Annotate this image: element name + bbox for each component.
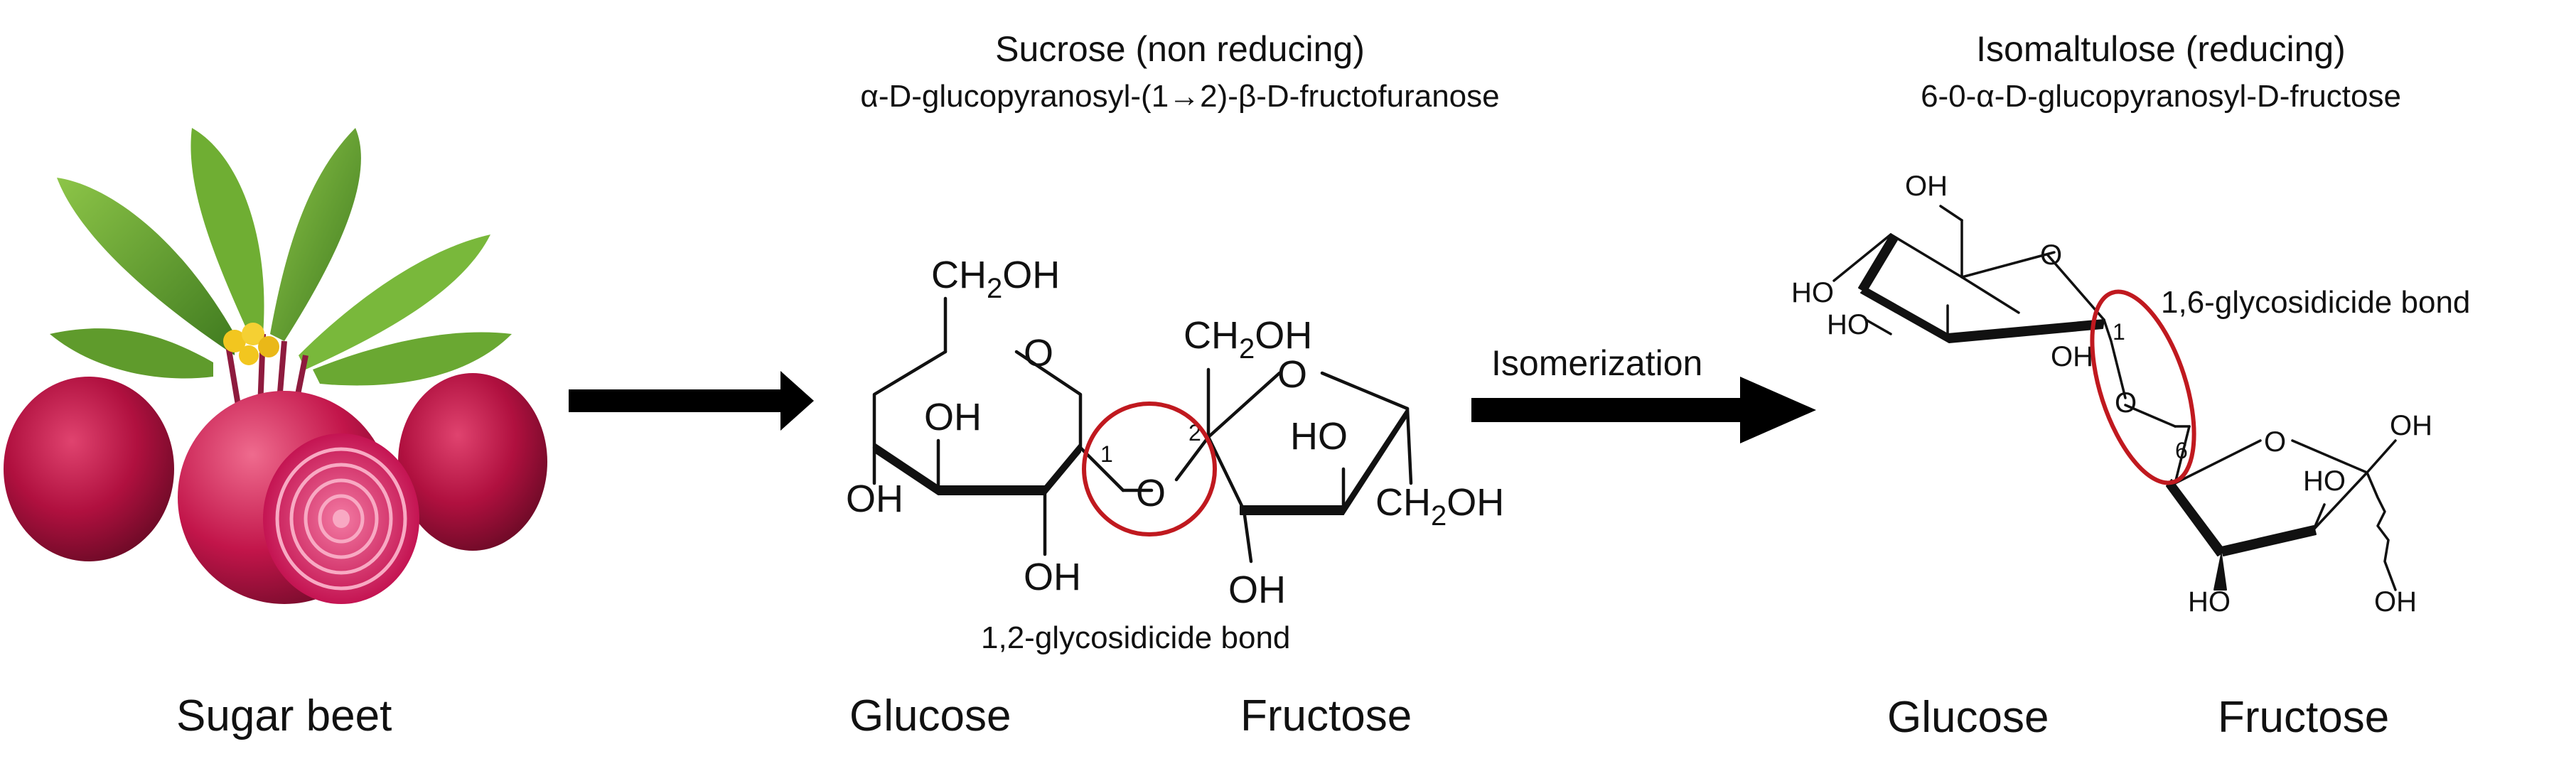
isomaltulose-glucose-oh-6: OH xyxy=(1905,171,1948,202)
isomaltulose-fructose-label: Fructose xyxy=(2218,693,2389,742)
beet-slice xyxy=(263,433,419,604)
isomaltulose-bond-label: 1,6-glycosidicide bond xyxy=(2161,285,2470,320)
sucrose-glucose-ring-o: O xyxy=(1024,332,1053,374)
sucrose-structure: CH2OH O OH OH OH 1 O 2 CH2OH O HO CH2OH … xyxy=(846,254,1504,611)
sucrose-bond-label: 1,2-glycosidicide bond xyxy=(981,620,1290,655)
sucrose-glucose-oh-3: OH xyxy=(924,396,982,438)
sucrose-fructose-ring-o: O xyxy=(1277,353,1307,396)
isomaltulose-structure: OH HO HO O OH 1 O 6 O OH HO HO OH xyxy=(1791,171,2432,618)
sucrose-glucose-oh-4: OH xyxy=(846,478,903,520)
isomaltulose-c1-label: 1 xyxy=(2113,319,2125,345)
beet-right xyxy=(398,373,547,551)
isomerization-arrow xyxy=(1471,377,1816,443)
isomaltulose-fructose-ring-o: O xyxy=(2264,426,2286,458)
sucrose-glucose-oh-2: OH xyxy=(1024,556,1081,598)
sucrose-fructose-ch2oh-right: CH2OH xyxy=(1375,481,1504,532)
isomaltulose-fructose-oh-1: OH xyxy=(2374,586,2417,618)
isomaltulose-glucose-label: Glucose xyxy=(1887,693,2049,742)
sucrose-glucose-label: Glucose xyxy=(849,691,1011,740)
isomaltulose-glucose-oh-2: OH xyxy=(2051,341,2093,372)
sucrose-fructose-label: Fructose xyxy=(1240,691,1412,740)
isomaltulose-glucose-ho-4: HO xyxy=(1791,277,1834,308)
isomaltulose-bond-highlight xyxy=(2090,289,2196,485)
sucrose-subtitle: α-D-glucopyranosyl-(1→2)-β-D-fructofuran… xyxy=(860,79,1499,114)
isomaltulose-glucose-ho-3: HO xyxy=(1827,309,1869,340)
beet-flower xyxy=(223,323,279,365)
sucrose-fructose-ho: HO xyxy=(1290,415,1348,458)
sucrose-fructose-oh: OH xyxy=(1228,568,1286,611)
sugar-beet-label: Sugar beet xyxy=(176,691,392,740)
sucrose-glucose-ch2oh: CH2OH xyxy=(931,254,1060,304)
isomerization-label: Isomerization xyxy=(1491,343,1702,383)
isomaltulose-glucose-ring-o: O xyxy=(2040,239,2062,271)
isomaltulose-fructose-oh-anomeric: OH xyxy=(2390,410,2432,441)
isomaltulose-fructose-ho-3: HO xyxy=(2188,586,2231,618)
sucrose-glycosidic-o: O xyxy=(1136,472,1166,514)
beet-leaves xyxy=(50,128,512,427)
isomaltulose-title: Isomaltulose (reducing) xyxy=(1976,29,2346,69)
isomaltulose-glycosidic-o: O xyxy=(2115,387,2137,419)
isomaltulose-subtitle: 6-0-α-D-glucopyranosyl-D-fructose xyxy=(1921,79,2401,114)
arrow-beet-to-sucrose xyxy=(569,371,814,431)
sucrose-title: Sucrose (non reducing) xyxy=(995,29,1365,69)
sucrose-c1-label: 1 xyxy=(1100,441,1113,467)
sugar-beet-image xyxy=(4,128,547,604)
sucrose-bond-highlight xyxy=(1082,402,1217,537)
beet-left xyxy=(4,377,174,561)
isomaltulose-fructose-ho-4: HO xyxy=(2303,465,2346,497)
